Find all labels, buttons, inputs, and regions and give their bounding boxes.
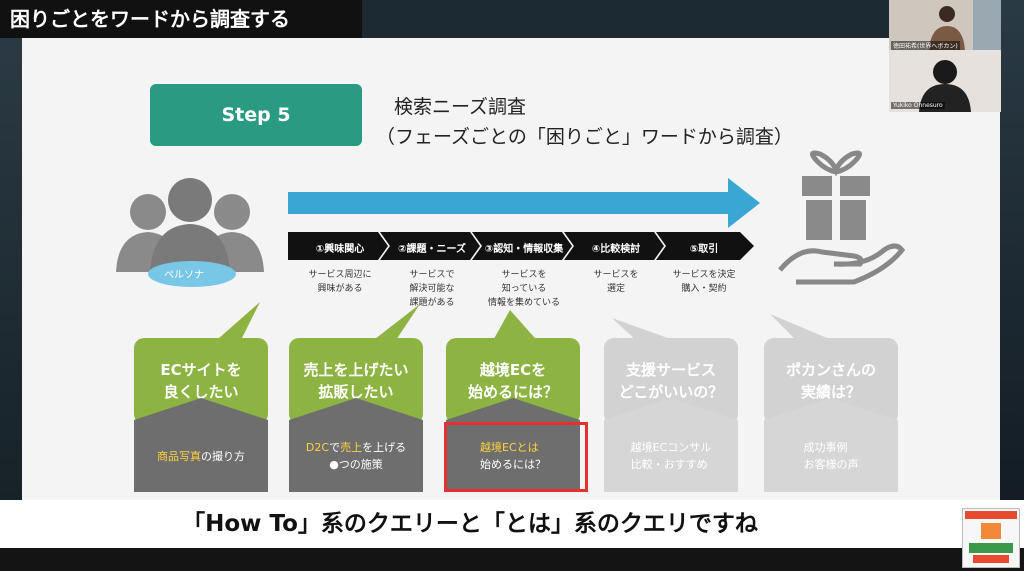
query-house: 商品写真の撮り方 [134,398,268,492]
query-house: D2Cで売上を上げる●つの施策 [289,398,423,492]
phase-label: ④比較検討 [591,244,641,255]
query-house: 越境ECとは始めるには？ [446,398,580,492]
subtitle-caption: 「How To」系のクエリーと「とは」系のクエリですね [182,511,758,537]
highlight-frame [444,422,588,492]
gift-hand-icon [778,150,906,285]
logo-icon [965,511,1017,563]
heading-line1: 検索ニーズ調査 [394,96,527,118]
persona-ellipse [148,261,236,287]
phase-label: ①興味関心 [315,244,365,255]
participant-name: 徳田祐希(世界へボカン) [891,41,960,50]
participant-name: Yukiko Ohnesuro [891,102,945,109]
persona-label: ペルソナ [164,270,204,281]
query-house: 越境ECコンサル比較・おすすめ [604,398,738,492]
phase-label: ③認知・情報収集 [484,244,564,255]
query-house: 成功事例お客様の声 [764,398,898,492]
heading-line2: （フェーズごとの「困りごと」ワードから調査） [376,126,793,148]
slide-title: 困りごとをワードから調査する [0,0,362,38]
channel-logo [962,508,1020,568]
phase-label: ②課題・ニーズ [398,244,466,255]
subtitle-band [0,500,1024,548]
step-badge: Step 5 [150,84,362,146]
journey-arrow [288,178,760,228]
phase-description: サービスを選定 [593,270,639,294]
background-left [0,0,22,571]
phase-description: サービスを知っている情報を集めている [487,270,561,308]
phase-bar [288,232,754,260]
background-right [1000,0,1024,571]
participant-video[interactable]: Yukiko Ohnesuro [889,50,1001,112]
person-icon [889,50,1001,112]
persona-icon [116,178,264,287]
phase-label: ⑤取引 [689,244,719,255]
participant-video[interactable]: 徳田祐希(世界へボカン) [889,0,1001,50]
phase-description: サービス周辺に興味がある [308,270,372,294]
phase-description: サービスで解決可能な課題がある [409,270,455,308]
phase-description: サービスを決定購入・契約 [672,270,736,294]
bottom-strip [0,548,1024,571]
